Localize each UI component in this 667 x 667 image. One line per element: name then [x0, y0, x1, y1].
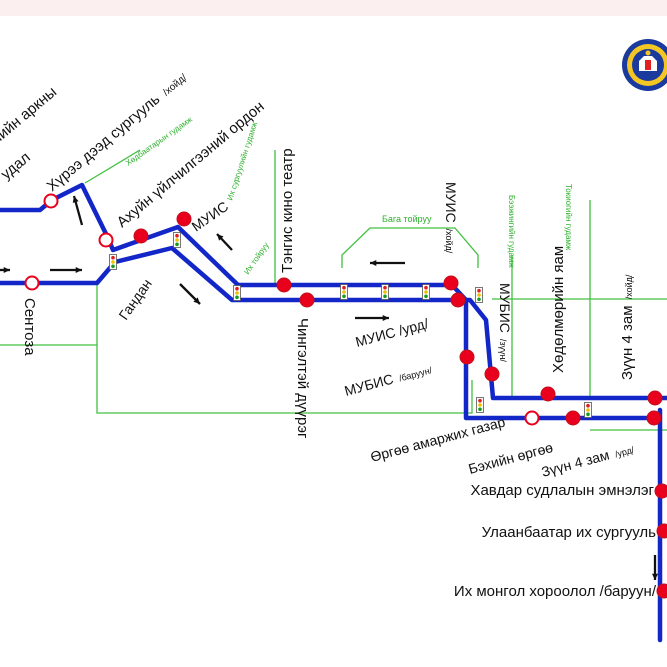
- stop-label-partial-top: лийн аркны: [0, 83, 60, 148]
- road-ikh-toiruu: [0, 344, 473, 414]
- stop-label-ikh-mongol: Их монгол хороолол /баруун/: [454, 583, 657, 600]
- stop-label-tengis: Тэнгис кино театр: [279, 148, 296, 273]
- direction-arrow-icon: [370, 259, 405, 267]
- stop-marker: [656, 583, 667, 599]
- stop-marker: [276, 277, 292, 293]
- stop-marker: [176, 211, 192, 227]
- stop-marker: [656, 523, 667, 539]
- direction-arrow-icon: [0, 266, 10, 274]
- direction-arrow-icon: [216, 233, 233, 251]
- city-emblem-icon: [622, 39, 667, 91]
- traffic-light-icon: [340, 284, 348, 300]
- traffic-light-icon: [233, 285, 241, 301]
- stop-label-mubis-east: МУБИС /зүүн/: [497, 283, 513, 362]
- stop-label-muis-top: МУИС: [189, 198, 232, 234]
- top-band: [0, 0, 667, 16]
- stop-label-zuun4-south: Зүүн 4 зам /урд/: [540, 440, 636, 480]
- traffic-light-icon: [109, 254, 117, 270]
- stop-marker-transfer: [43, 193, 59, 209]
- direction-arrows: [0, 195, 659, 580]
- stop-label-khedelmeriin-yam: Хөдөлмөрийн яам: [550, 246, 567, 373]
- stop-marker: [299, 292, 315, 308]
- stop-marker: [647, 390, 663, 406]
- road-baga-toiruu: [341, 227, 479, 268]
- stop-label-mubis-west: МУБИС /баруун/: [343, 360, 434, 399]
- stop-label-zuun4-north: Зүүн 4 зам /хойд/: [619, 274, 636, 380]
- stop-label-sentoza: Сентоза: [21, 298, 38, 356]
- traffic-light-icon: [381, 284, 389, 300]
- stop-marker-transfer: [98, 232, 114, 248]
- street-label-tokio: Токиогийн гудамж: [564, 184, 573, 251]
- traffic-light-icon: [476, 397, 484, 413]
- stop-marker-transfer: [524, 410, 540, 426]
- traffic-light-icon: [584, 402, 592, 418]
- stop-marker: [443, 275, 459, 291]
- stop-label-gandan: Гандан: [115, 276, 154, 323]
- traffic-lights: [109, 232, 592, 418]
- street-label-baga-toiruu: Бага тойруу: [382, 214, 432, 224]
- stop-label-muis-south: МУИС /урд/: [354, 315, 431, 350]
- direction-arrow-icon: [72, 195, 84, 226]
- traffic-light-icon: [173, 232, 181, 248]
- stop-label-partial-second: удал: [0, 149, 34, 183]
- road-network: [0, 149, 667, 431]
- traffic-light-icon: [475, 287, 483, 303]
- direction-arrow-icon: [179, 283, 201, 305]
- route-segment-south: [0, 245, 667, 401]
- traffic-light-icon: [422, 284, 430, 300]
- stop-markers: [24, 193, 667, 599]
- direction-arrow-icon: [355, 314, 389, 322]
- stop-marker-transfer: [24, 275, 40, 291]
- stop-marker: [540, 386, 556, 402]
- stop-marker: [654, 483, 667, 499]
- stop-marker: [565, 410, 581, 426]
- stop-label-chingeltei: Чингэлтэй дүүрэг: [294, 318, 311, 439]
- road-khudbaatar-branch: [84, 149, 141, 184]
- direction-arrow-icon: [651, 555, 659, 580]
- stop-marker: [450, 292, 466, 308]
- stop-marker: [646, 410, 662, 426]
- stop-marker: [484, 366, 500, 382]
- direction-arrow-icon: [50, 266, 82, 274]
- stop-label-hospital: Хавдар судлалын эмнэлэг: [470, 482, 654, 499]
- stop-label-ub-university: Улаанбаатар их сургууль: [482, 524, 657, 541]
- stop-marker: [459, 349, 475, 365]
- stop-marker: [133, 228, 149, 244]
- street-label-baaz: Бээжингийн гудамж: [507, 195, 516, 268]
- stop-label-muis-north: МУИС /хойд/: [443, 182, 459, 254]
- street-label-ikh-toiruu: Их тойруу: [242, 241, 270, 276]
